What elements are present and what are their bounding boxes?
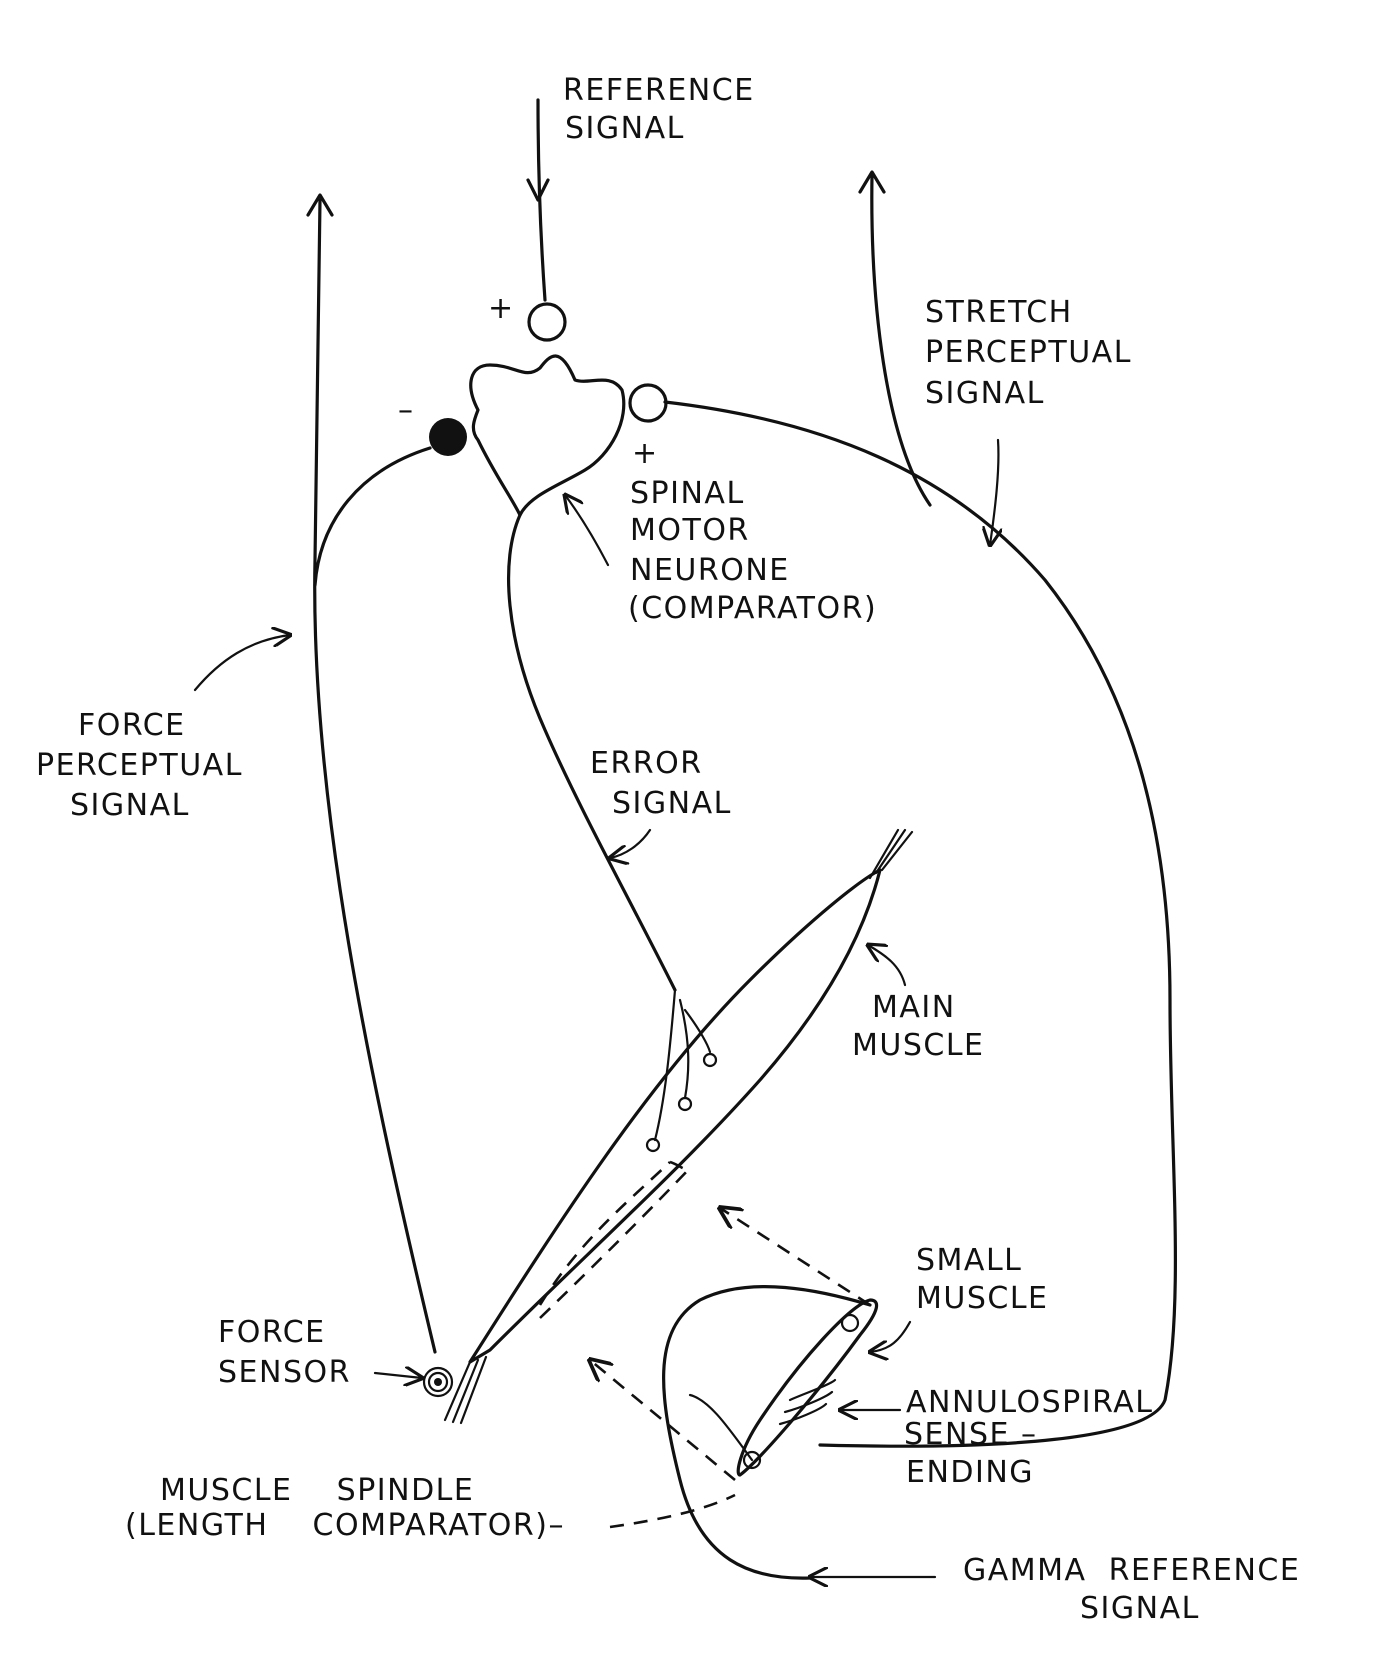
small-muscle-label-arrow xyxy=(870,1320,912,1352)
plus-sign-top: + xyxy=(488,291,515,326)
spindle-link-lower xyxy=(590,1360,736,1482)
muscle-tendon-bottom xyxy=(443,1355,488,1425)
force-feedback-to-inhibitory xyxy=(313,446,432,587)
force-sensor-label-arrow xyxy=(373,1373,422,1378)
axon-branch-3 xyxy=(683,1008,712,1054)
gamma-reference-pathway xyxy=(662,1285,872,1580)
main-muscle-label-arrow xyxy=(868,945,907,987)
error-signal-label: ERROR SIGNAL xyxy=(590,746,732,821)
stretch-perceptual-signal-label: STRETCH PERCEPTUAL SIGNAL xyxy=(925,295,1143,411)
stretch-up-arrowhead-icon xyxy=(858,170,886,194)
inhibitory-synapse xyxy=(429,418,467,456)
excitatory-synapse-top xyxy=(527,302,567,342)
force-sensor-label: FORCE SENSOR xyxy=(218,1315,351,1390)
spindle-label-arrow xyxy=(609,1493,736,1529)
reference-arrowhead-icon xyxy=(526,178,550,202)
stretch-label-arrow xyxy=(990,438,998,545)
stretch-pathway-up xyxy=(870,173,932,507)
force-up-arrowhead-icon xyxy=(306,193,334,217)
minus-sign: – xyxy=(398,393,415,428)
motor-neurone-body xyxy=(469,354,626,517)
muscle-spindle-outline xyxy=(538,1160,691,1319)
small-muscle-icon xyxy=(736,1298,879,1477)
gamma-inner-loop xyxy=(688,1393,754,1462)
spinal-motor-neurone-label: SPINAL MOTOR NEURONE (COMPARATOR) xyxy=(628,476,877,626)
error-label-arrow xyxy=(610,828,652,858)
muscle-spindle-label: MUSCLE SPINDLE (LENGTH COMPARATOR)– xyxy=(0,0,598,1543)
excitatory-synapse-right xyxy=(628,383,668,423)
motor-end-plate-3 xyxy=(702,1052,718,1068)
reference-signal-label: REFERENCE SIGNAL xyxy=(563,73,766,146)
error-signal-axon xyxy=(506,513,677,992)
motor-end-plate-1 xyxy=(645,1137,661,1153)
gamma-reference-signal-label: GAMMA REFERENCE SIGNAL xyxy=(963,1553,1299,1626)
annulospiral-label: ANNULOSPIRAL SENSE – ENDING xyxy=(904,1385,1165,1490)
axon-branch-2 xyxy=(678,998,690,1100)
force-pathway-up xyxy=(313,198,437,1354)
main-muscle xyxy=(468,868,882,1364)
stretch-feedback-pathway xyxy=(663,400,1177,1448)
main-muscle-label: MAIN MUSCLE xyxy=(852,990,985,1063)
force-sensor-icon xyxy=(422,1366,454,1398)
small-muscle-label: SMALL MUSCLE xyxy=(916,1243,1049,1316)
neurone-label-arrow xyxy=(565,495,610,567)
axon-branch-1 xyxy=(653,988,677,1142)
motor-end-plate-2 xyxy=(677,1096,693,1112)
muscle-tendon-top xyxy=(868,828,914,880)
force-perceptual-signal-label: FORCE PERCEPTUAL SIGNAL xyxy=(36,708,254,823)
force-signal-label-arrow xyxy=(193,635,290,692)
plus-sign-right: + xyxy=(632,436,659,471)
spindle-link-upper xyxy=(720,1208,871,1307)
